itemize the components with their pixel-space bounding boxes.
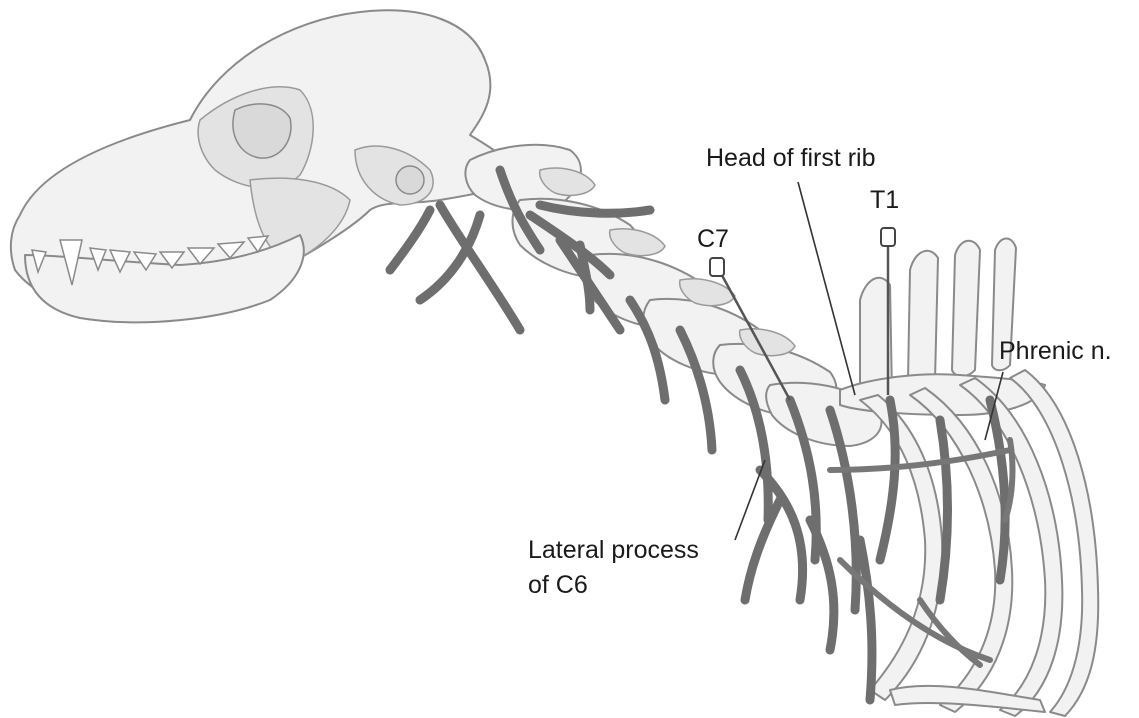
cervical-vertebrae	[465, 145, 881, 446]
label-lateral-process-line1: Lateral process	[528, 533, 699, 567]
label-c7: C7	[697, 222, 729, 256]
label-t1: T1	[870, 183, 899, 217]
c7-needle-hub	[710, 258, 724, 276]
lateral-process-leader	[735, 460, 765, 540]
thoracic-spines	[840, 238, 1045, 415]
t1-needle-hub	[881, 228, 895, 246]
label-phrenic-nerve: Phrenic n.	[999, 334, 1112, 368]
label-head-of-first-rib: Head of first rib	[706, 141, 876, 175]
label-lateral-process-line2: of C6	[528, 568, 588, 602]
